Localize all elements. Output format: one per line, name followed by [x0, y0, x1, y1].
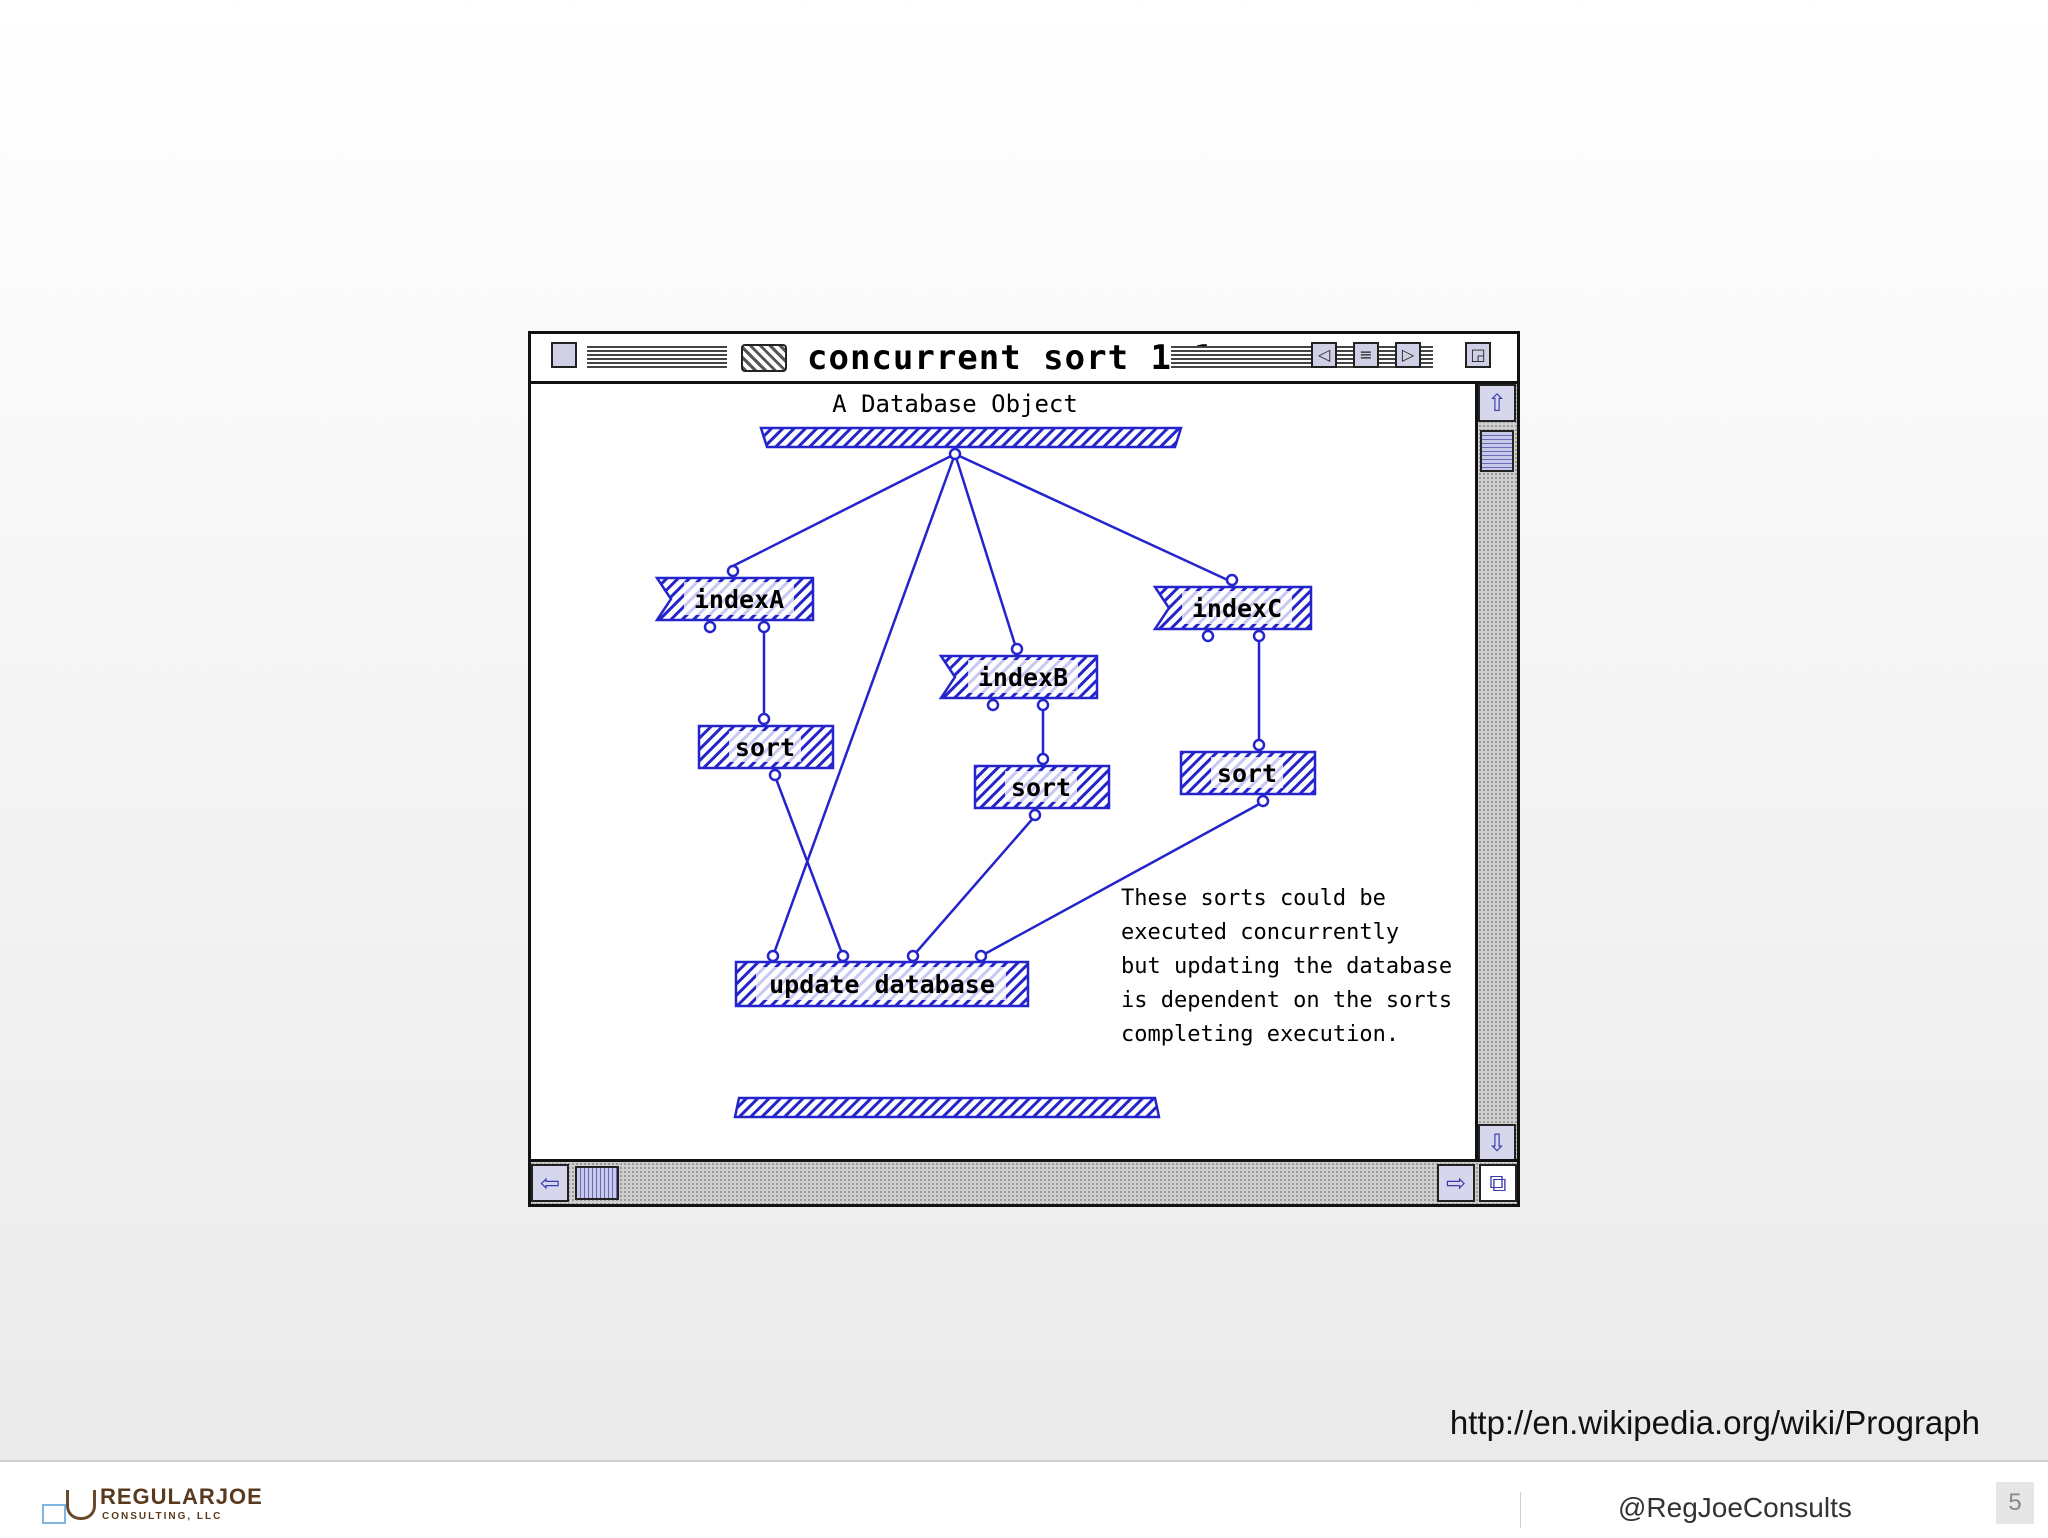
update-database-node[interactable]: update database	[734, 949, 1030, 1008]
window-titlebar[interactable]: concurrent sort 1:1 ◁ ≡ ▷ ◲	[531, 334, 1517, 384]
update-database-label: update database	[769, 970, 995, 999]
sort-c-label: sort	[1217, 759, 1277, 788]
sort-a-label: sort	[735, 733, 795, 762]
sort-node-b[interactable]: sort	[973, 752, 1111, 822]
slide: concurrent sort 1:1 ◁ ≡ ▷ ◲	[528, 331, 1980, 1441]
triangle-left-icon[interactable]: ◁	[1311, 342, 1337, 368]
arrow-left-icon[interactable]: ⇦	[531, 1164, 569, 1202]
footer-bar: REGULARJOE CONSULTING, LLC @RegJoeConsul…	[0, 1460, 2048, 1538]
twitter-handle: @RegJoeConsults	[1618, 1492, 1852, 1523]
note-line-2: executed concurrently	[1121, 920, 1399, 945]
zoom-box-icon[interactable]: ◲	[1465, 342, 1491, 368]
arrow-up-icon[interactable]: ⇧	[1478, 384, 1516, 422]
diagram-note: These sorts could be executed concurrent…	[1121, 886, 1452, 1047]
indexC-label: indexC	[1192, 594, 1282, 623]
prograph-window: concurrent sort 1:1 ◁ ≡ ▷ ◲	[528, 331, 1520, 1207]
hatched-method-icon	[741, 344, 787, 372]
input-bar[interactable]	[759, 426, 1183, 449]
output-bar[interactable]	[733, 1096, 1161, 1119]
sort-b-label: sort	[1011, 773, 1071, 802]
horizontal-scroll-thumb[interactable]	[575, 1166, 619, 1200]
vertical-scrollbar[interactable]: ⇧ ⇩	[1475, 384, 1517, 1162]
window-title: concurrent sort 1:1	[797, 338, 1225, 378]
logo-main-text: REGULARJOE	[100, 1484, 263, 1509]
close-box-icon[interactable]	[551, 342, 577, 368]
indexB-node[interactable]: indexB	[938, 642, 1099, 712]
logo-square-icon	[42, 1504, 66, 1524]
titlebar-stripes-left	[587, 346, 727, 370]
vertical-scroll-thumb[interactable]	[1480, 430, 1514, 472]
company-logo: REGULARJOE CONSULTING, LLC	[40, 1478, 280, 1528]
note-line-1: These sorts could be	[1121, 886, 1386, 911]
arrow-right-icon[interactable]: ⇨	[1437, 1164, 1475, 1202]
indexA-label: indexA	[694, 585, 784, 614]
arrow-down-icon[interactable]: ⇩	[1478, 1124, 1516, 1162]
sort-node-a[interactable]: sort	[697, 712, 835, 782]
diagram-canvas: A Database Object indexA indexB	[654, 390, 1452, 1119]
note-line-5: completing execution.	[1121, 1022, 1399, 1047]
coffee-cup-icon	[66, 1490, 96, 1520]
indexA-node[interactable]: indexA	[654, 564, 815, 634]
list-icon[interactable]: ≡	[1353, 342, 1379, 368]
logo-sub-text: CONSULTING, LLC	[102, 1511, 223, 1522]
horizontal-scrollbar[interactable]: ⇦ ⇨ ⧉	[531, 1159, 1517, 1204]
wire-connections	[732, 452, 1264, 958]
page-number: 5	[1996, 1482, 2034, 1524]
resize-icon[interactable]: ⧉	[1479, 1164, 1517, 1202]
object-label: A Database Object	[832, 390, 1078, 418]
indexC-node[interactable]: indexC	[1152, 573, 1313, 643]
footer-divider	[1520, 1492, 1521, 1528]
source-caption[interactable]: http://en.wikipedia.org/wiki/Prograph	[1449, 1404, 1980, 1441]
indexB-label: indexB	[978, 663, 1068, 692]
triangle-right-icon[interactable]: ▷	[1395, 342, 1421, 368]
sort-node-c[interactable]: sort	[1179, 738, 1317, 808]
titlebar-stripes-right	[1171, 346, 1433, 370]
note-line-4: is dependent on the sorts	[1121, 988, 1452, 1013]
input-terminal	[948, 447, 962, 461]
note-line-3: but updating the database	[1121, 954, 1452, 979]
